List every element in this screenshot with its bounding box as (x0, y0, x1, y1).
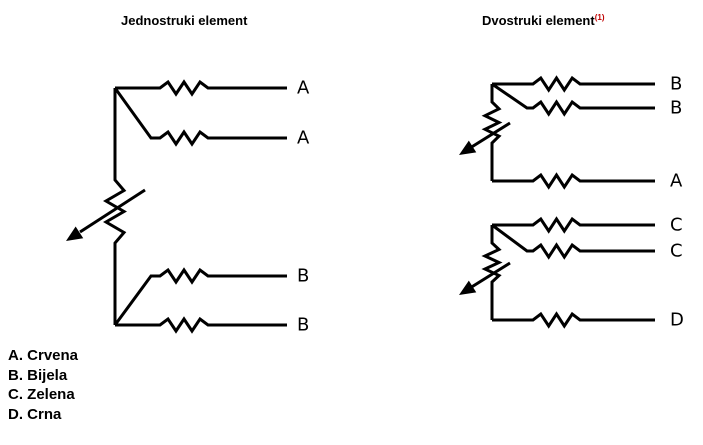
dual-lead (491, 82, 655, 117)
dual-terminal-label: C (670, 215, 683, 236)
dual-adjust-arrow-shaft (469, 121, 511, 150)
legend-item-white: B. Bijela (8, 366, 68, 384)
dual-adjust-arrow-shaft (469, 261, 511, 290)
single-lead-b1 (113, 267, 287, 326)
single-element-title: Jednostruki element (121, 13, 248, 28)
legend-item-black: D. Crna (8, 405, 62, 423)
dual-terminal-label: D (670, 310, 684, 331)
single-terminal-label: B (297, 266, 309, 287)
single-element-body (103, 88, 127, 325)
dual-lead (492, 75, 655, 93)
dual-lead (492, 311, 655, 329)
legend-item-green: C. Zelena (8, 386, 75, 403)
dual-terminal-label: B (670, 74, 682, 95)
dual-adjust-arrow-head (459, 280, 477, 295)
dual-lead (492, 216, 655, 234)
single-adjust-arrow-head (66, 226, 84, 241)
single-terminal-label: B (297, 315, 309, 336)
single-terminal-label: A (297, 78, 310, 99)
dual-terminal-label: B (670, 98, 682, 119)
dual-lead (491, 223, 655, 260)
single-lead-a1 (115, 79, 287, 97)
single-lead-b2 (115, 316, 287, 334)
single-adjust-arrow-shaft (79, 188, 146, 234)
single-lead-a2 (113, 87, 287, 147)
dual-terminal-label: C (670, 241, 683, 262)
color-legend: A. Crvena B. Bijela C. Zelena D. Crna (8, 346, 78, 424)
legend-item-red: A. Crvena (8, 347, 79, 364)
dual-element-title: Dvostruki element(1) (482, 13, 605, 28)
dual-terminal-label: A (670, 171, 683, 192)
dual-element-body (481, 225, 503, 320)
dual-element-body (481, 84, 503, 181)
single-terminal-label: A (297, 128, 310, 149)
footnote-marker: (1) (594, 13, 605, 22)
dual-adjust-arrow-head (459, 140, 477, 155)
dual-lead (492, 172, 655, 190)
